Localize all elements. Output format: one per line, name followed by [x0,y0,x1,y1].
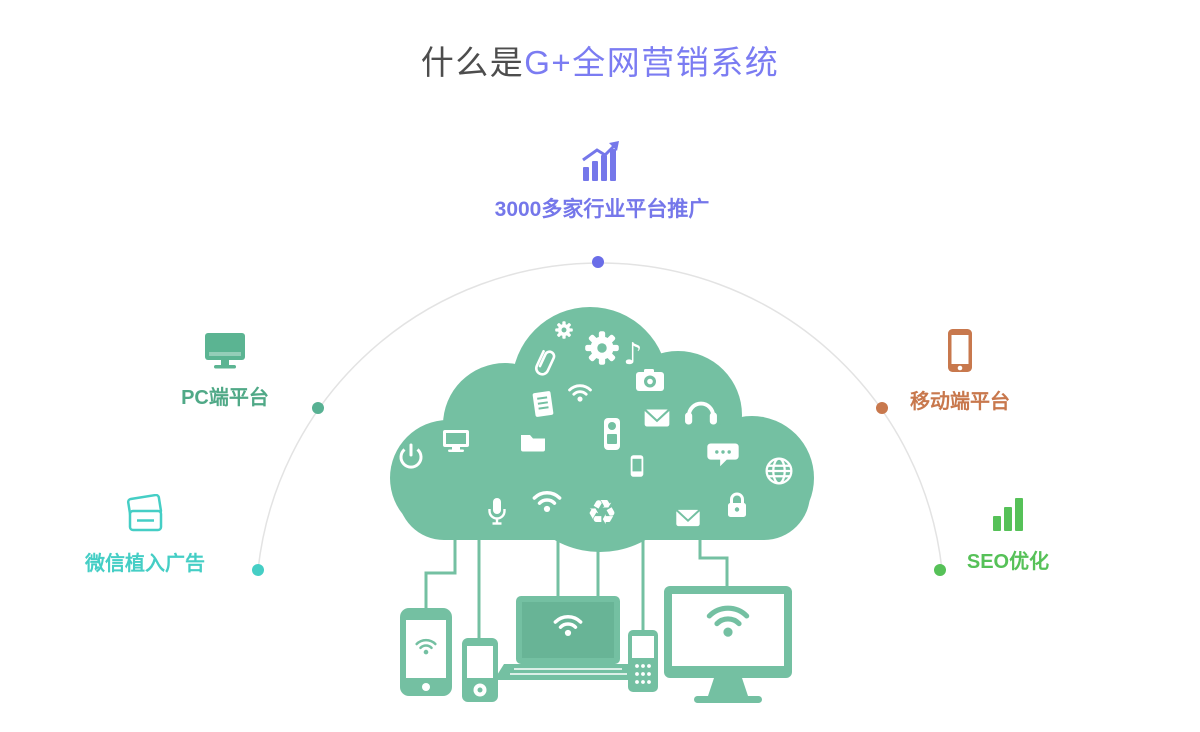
cloud-icons: ♪ ♻ [399,321,793,533]
device-laptop [494,596,642,680]
banknotes-icon [126,494,163,532]
feature-label: SEO优化 [966,551,1050,573]
growth-chart-icon [582,141,619,181]
feature-wechat-ads: 微信植入广告 [45,494,245,576]
title-highlight: G+全网营销系统 [524,44,780,81]
device-media-player [462,638,498,702]
envelope-icon [643,408,671,428]
device-feature-phone [628,630,658,692]
feature-label: 3000多家行业平台推广 [494,198,710,221]
title-prefix: 什么是 [420,44,525,81]
feature-label: 微信植入广告 [85,553,205,575]
feature-pc-platform: PC端平台 [125,330,325,410]
feature-label: 移动端平台 [910,391,1010,413]
arc-dot-top [592,256,604,268]
arc-dot-left [312,402,324,414]
gear-small-icon [555,321,573,339]
smartphone-icon [948,329,972,372]
device-monitor [664,586,792,703]
device-smartphone [400,608,452,696]
music-note-icon: ♪ [623,337,642,372]
camera-icon [636,369,664,391]
arc-dot-bottom-left [252,564,264,576]
feature-label: PC端平台 [181,387,269,409]
arc-dot-bottom-right [934,564,946,576]
arc-dot-right [876,402,888,414]
feature-platform-promotion: 3000多家行业平台推广 [452,140,752,223]
feature-mobile-platform: 移动端平台 [860,328,1060,414]
document-icon [531,389,555,419]
feature-seo: SEO优化 [908,494,1108,574]
bar-chart-icon [993,498,1023,531]
envelope-icon [675,508,701,528]
phone-icon [630,455,644,477]
page-title: 什么是G+全网营销系统 [0,36,1200,84]
desktop-monitor-icon [205,333,245,369]
remote-icon [604,418,620,450]
gear-icon [585,331,619,365]
recycle-icon: ♻ [587,493,617,533]
